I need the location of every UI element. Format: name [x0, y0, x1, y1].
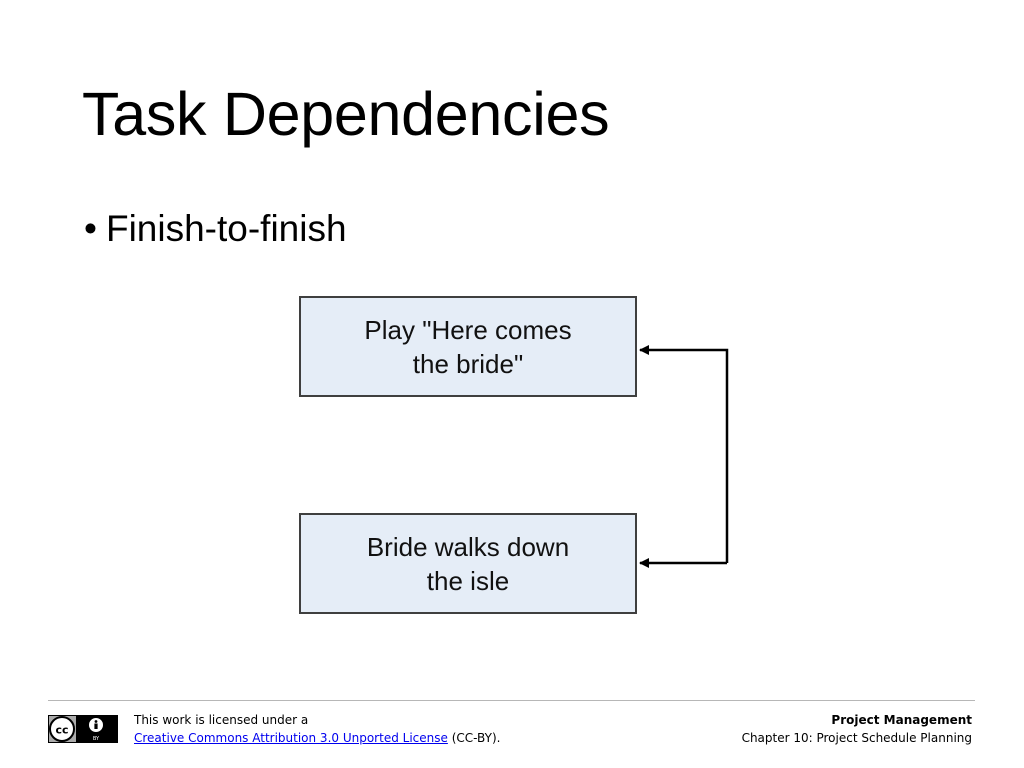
- bullet-text: Finish-to-finish: [105, 208, 347, 249]
- svg-text:cc: cc: [55, 724, 68, 737]
- task-label-line: the isle: [426, 565, 510, 596]
- course-info: Project Management Chapter 10: Project S…: [742, 711, 972, 747]
- badge-text: BY: [93, 736, 100, 742]
- chapter-title: Chapter 10: Project Schedule Planning: [741, 731, 972, 745]
- bullet-item: •Finish-to-finish: [84, 206, 347, 252]
- license-line: Creative Commons Attribution 3.0 Unporte…: [134, 729, 500, 747]
- license-suffix: (CC-BY).: [451, 731, 501, 745]
- task-label-line: Play "Here comes: [364, 314, 572, 345]
- creative-commons-icon: cc: [49, 716, 75, 742]
- license-notice: This work is licensed under a Creative C…: [134, 711, 500, 747]
- task-label-line: Bride walks down: [366, 531, 570, 562]
- course-title: Project Management: [831, 713, 972, 727]
- bullet-list: •Finish-to-finish: [84, 206, 347, 252]
- license-link[interactable]: Creative Commons Attribution 3.0 Unporte…: [134, 731, 448, 745]
- task-box-bride-walks: Bride walks down the isle: [299, 513, 637, 614]
- license-prefix: This work is licensed under a: [134, 713, 309, 727]
- footer-divider: [48, 700, 975, 701]
- task-label-line: the bride": [412, 348, 524, 379]
- slide-title: Task Dependencies: [82, 80, 610, 148]
- cc-by-badge[interactable]: cc BY: [48, 715, 118, 743]
- task-label: Play "Here comes the bride": [364, 313, 571, 381]
- task-box-play-music: Play "Here comes the bride": [299, 296, 637, 397]
- connector-line: [639, 345, 729, 563]
- task-label: Bride walks down the isle: [367, 530, 569, 598]
- attribution-icon: [88, 717, 104, 733]
- bullet-dot: •: [84, 208, 97, 249]
